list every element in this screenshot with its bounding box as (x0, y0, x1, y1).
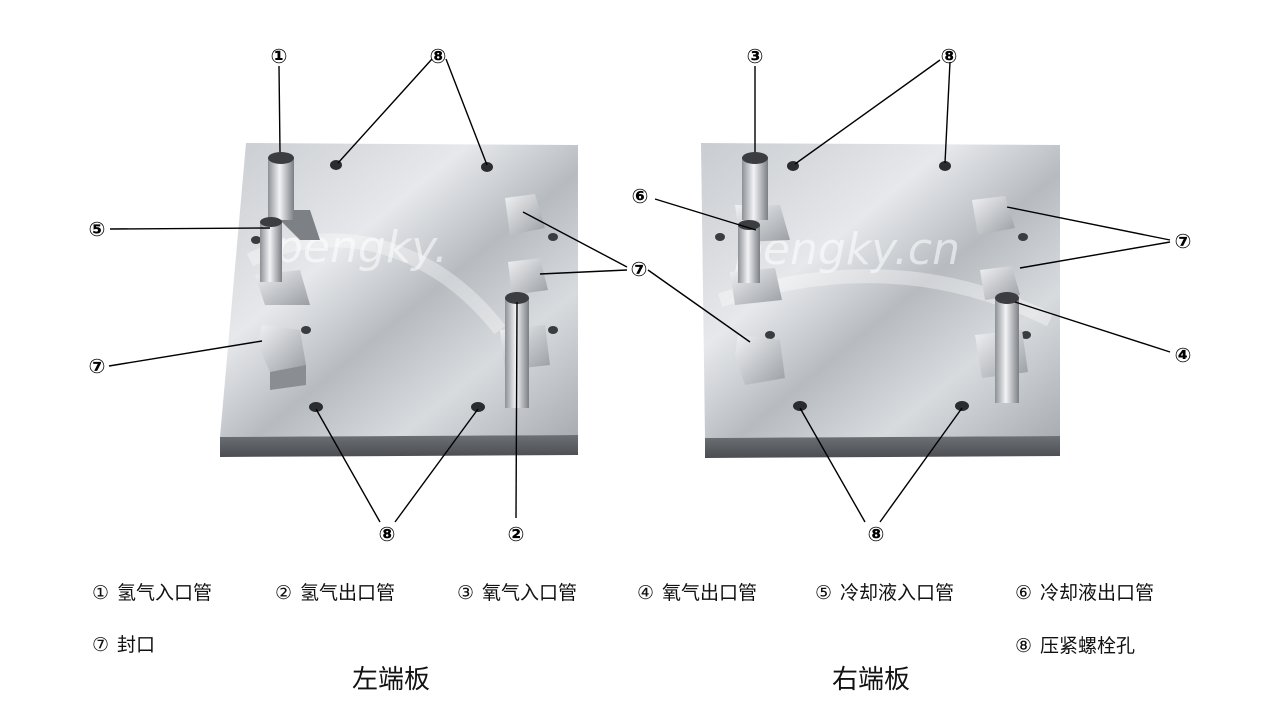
legend-label: 封口 (117, 634, 156, 656)
legend-label: 压紧螺栓孔 (1040, 635, 1136, 657)
oxygen-outlet-pipe (975, 292, 1028, 403)
bolt-hole (793, 401, 807, 411)
callout-labels: ① ⑤ ⑦ ⑧ ⑧ ⑦ ② ③ ⑧ ⑥ ⑦ ④ ⑧ (89, 44, 1192, 546)
bolt-hole (955, 401, 969, 411)
right-seal-lower (735, 335, 785, 385)
left-seal-lower (258, 325, 306, 390)
legend-label: 冷却液入口管 (840, 582, 955, 604)
callout-left-2: ② (508, 522, 525, 546)
right-plate-side (705, 436, 1060, 458)
callout-left-1: ① (271, 44, 288, 68)
legend-number: ③ (457, 582, 475, 604)
callout-right-7: ⑦ (1175, 229, 1192, 253)
bolt-hole (301, 326, 311, 334)
bolt-hole (481, 162, 493, 172)
callout-right-8-bottom: ⑧ (868, 522, 885, 546)
bolt-hole (1018, 233, 1028, 241)
legend-label: 氢气入口管 (117, 582, 213, 604)
legend-number: ② (275, 582, 293, 604)
legend-label: 氧气出口管 (662, 582, 758, 604)
bolt-hole (765, 331, 775, 339)
callout-left-7: ⑦ (89, 354, 106, 378)
callout-right-4: ④ (1175, 343, 1192, 367)
legend-item-6: ⑥ 冷却液出口管 (1015, 581, 1154, 605)
right-end-plate: pengky.cn (701, 143, 1060, 458)
left-plate-side (220, 435, 578, 457)
legend-number: ① (92, 582, 110, 604)
left-plate-title: 左端板 (352, 665, 431, 695)
coolant-inlet-pipe (255, 217, 310, 305)
right-plate-title: 右端板 (832, 665, 911, 695)
legend-number: ⑥ (1015, 582, 1033, 604)
legend-number: ⑦ (92, 634, 110, 656)
callout-center-7: ⑦ (631, 257, 648, 281)
bolt-hole (251, 236, 261, 244)
left-end-plate: pengky. (220, 143, 578, 457)
callout-left-8-top: ⑧ (430, 44, 447, 68)
legend-item-4: ④ 氧气出口管 (637, 581, 757, 605)
legend-number: ④ (637, 582, 655, 604)
hydrogen-inlet-pipe (268, 152, 320, 240)
left-plate-glare (246, 233, 506, 335)
legend-number: ⑤ (815, 582, 833, 604)
bolt-hole (471, 402, 485, 412)
legend-item-8: ⑧ 压紧螺栓孔 (1015, 634, 1135, 658)
legend-label: 氧气入口管 (482, 582, 578, 604)
leader-lines (108, 58, 1171, 523)
bolt-hole (939, 161, 951, 171)
legend-number: ⑧ (1015, 635, 1033, 657)
callout-left-5: ⑤ (89, 217, 106, 241)
legend-item-1: ① 氢气入口管 (92, 581, 212, 605)
left-seal-upper (505, 194, 548, 295)
legend-label: 氢气出口管 (300, 582, 396, 604)
legend-item-3: ③ 氧气入口管 (457, 581, 577, 605)
coolant-outlet-pipe (730, 220, 782, 305)
bolt-hole (715, 233, 725, 241)
right-seal-upper (972, 196, 1020, 300)
legend-label: 冷却液出口管 (1040, 582, 1155, 604)
bolt-hole (309, 402, 323, 412)
callout-right-8-top: ⑧ (941, 44, 958, 68)
callout-right-3: ③ (747, 44, 764, 68)
left-bolt-holes (251, 160, 558, 412)
bolt-hole (1021, 331, 1031, 339)
legend-item-5: ⑤ 冷却液入口管 (815, 581, 954, 605)
bolt-hole (548, 233, 558, 241)
callout-left-8-bottom: ⑧ (379, 522, 396, 546)
legend-item-2: ② 氢气出口管 (275, 581, 395, 605)
callout-right-6: ⑥ (632, 184, 649, 208)
right-plate-top (701, 143, 1060, 438)
bolt-hole (548, 326, 558, 334)
legend-item-7: ⑦ 封口 (92, 633, 155, 657)
